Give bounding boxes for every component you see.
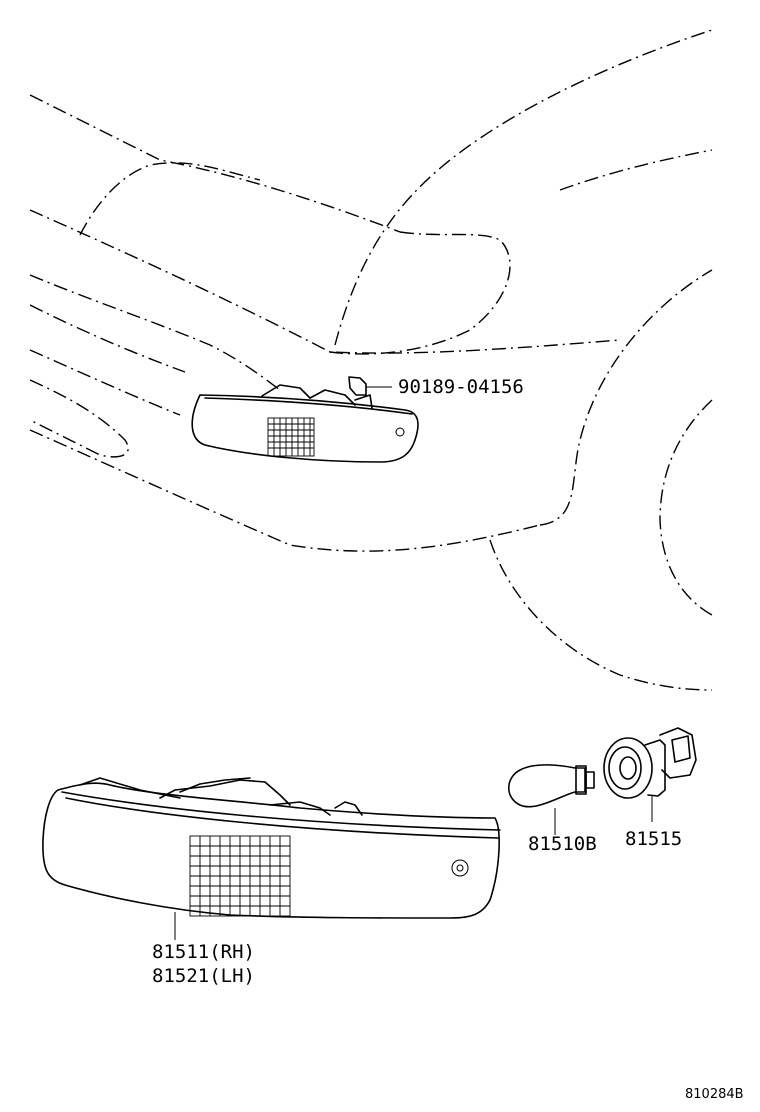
- socket-part-number: 81515: [625, 828, 682, 850]
- clip-part: [348, 376, 392, 396]
- lamp-part-number-lh: 81521(LH): [152, 965, 255, 987]
- clip-part-number: 90189-04156: [398, 376, 524, 398]
- lamp-assembly: [42, 777, 501, 940]
- socket-part: [603, 727, 697, 822]
- lamp-lens-grid: [189, 835, 291, 917]
- installed-side-marker-lamp: [191, 384, 419, 463]
- bulb-part: [507, 764, 595, 835]
- bulb-part-number: 81510B: [528, 833, 597, 855]
- diagram-reference-number: 810284B: [685, 1087, 744, 1102]
- lamp-part-number-rh: 81511(RH): [152, 941, 255, 963]
- vehicle-body-outline: [29, 29, 713, 691]
- small-lamp-lens-grid: [267, 417, 315, 457]
